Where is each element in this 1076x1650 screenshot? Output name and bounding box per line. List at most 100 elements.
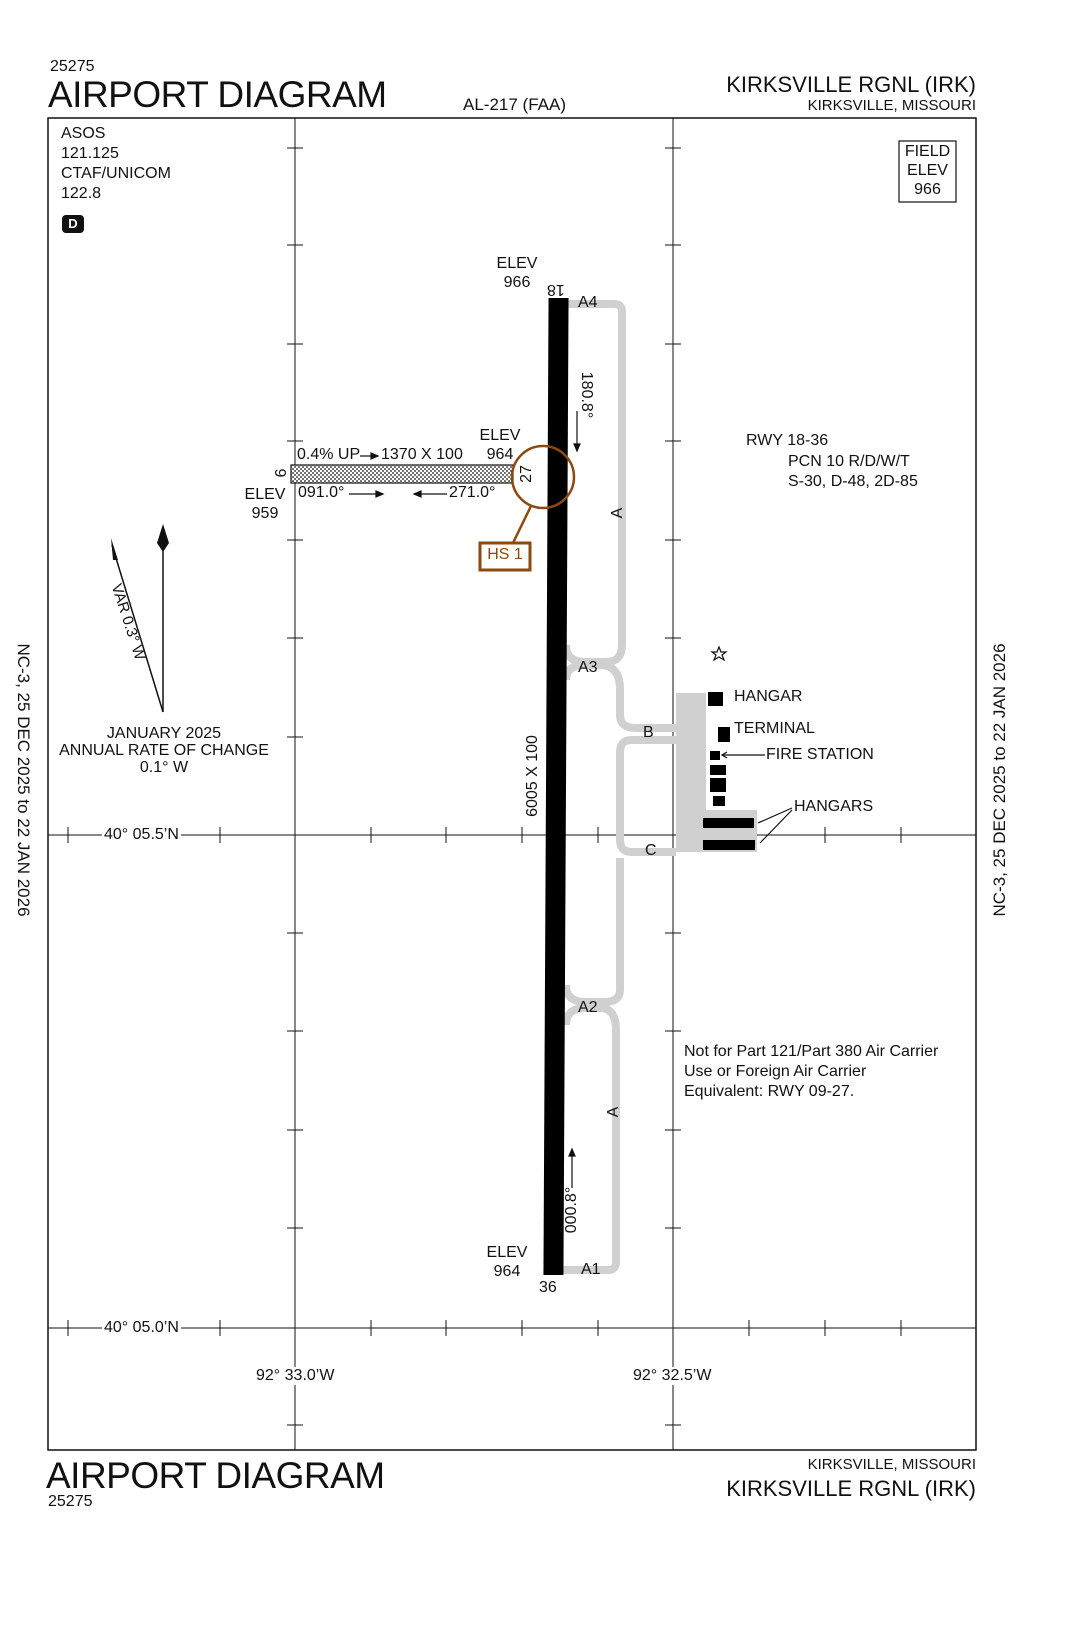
taxiway-a3-lower [562,661,676,732]
building-2 [710,778,726,792]
rwy-27-elev-value: 964 [486,446,514,463]
rwy-36-heading: 000.8° [563,1186,580,1234]
longitude-label-west: 92° 33.0’W [254,1367,337,1385]
label-fire-station: FIRE STATION [766,746,874,763]
d-atis-badge-box [62,215,84,233]
label-hangars: HANGARS [794,798,874,815]
footer-airport-name: KIRKSVILLE RGNL (IRK) [726,1476,976,1501]
magvar-info: JANUARY 2025 ANNUAL RATE OF CHANGE 0.1° … [52,725,276,776]
taxiway-label-a-south: A [605,1106,622,1118]
fire-station-building [710,751,720,760]
taxiway-label-a-north: A [609,507,626,519]
footer-chart-number: 25275 [48,1493,93,1510]
beacon-star-icon [710,645,728,662]
building-3 [713,796,725,806]
hangar-row-2 [703,840,755,850]
building-leaders [720,751,793,844]
magnetic-variation-arrows [111,544,164,713]
usage-note-line3: Equivalent: RWY 09-27. [684,1083,855,1100]
taxiway-a2-upper [562,984,624,1006]
hangar-row-1 [703,818,754,828]
asos-label: ASOS [61,125,106,142]
true-north-arrowhead-icon [157,524,169,552]
comms-block: ASOS 121.125 CTAF/UNICOM 122.8 [61,124,171,204]
magnetic-north-arrowhead-icon [111,538,118,560]
runway-9-27 [290,464,514,484]
footer-title: AIRPORT DIAGRAM [46,1455,385,1496]
rwy-36-elev: ELEV 964 [482,1243,532,1281]
runway-18-36 [543,297,569,1276]
heading-arrows [349,411,581,1188]
usage-note-line2: Use or Foreign Air Carrier [684,1063,867,1080]
rwy-9-elev-value: 959 [251,505,279,522]
usage-note: Not for Part 121/Part 380 Air Carrier Us… [684,1042,938,1102]
field-elev: FIELD ELEV 966 [899,142,956,199]
rwy-27-heading: 271.0° [449,484,496,501]
hangar-building [708,692,723,706]
rwy-info-line3: S-30, D-48, 2D-85 [788,473,918,490]
ctaf-frequency: 122.8 [61,185,102,202]
rwy-18-36-dimensions: 6005 X 100 [524,735,541,817]
rwy-18-elev-label: ELEV [496,255,538,272]
magvar-rate: 0.1° W [139,759,189,776]
rwy-9-elev-label: ELEV [244,486,286,503]
taxiway-a4 [566,300,626,645]
magvar-date: JANUARY 2025 [106,725,222,742]
grid-ticks [67,147,902,1426]
rwy-9-heading: 091.0° [298,484,345,501]
rwy-18-elev: ELEV 966 [492,254,542,292]
taxiway-label-a4: A4 [578,294,598,311]
diagram-frame [47,117,977,1451]
asos-frequency: 121.125 [61,145,119,162]
field-elev-box [898,140,957,203]
hotspot-circle [510,444,576,510]
chart-number: 25275 [50,58,95,75]
building-1 [710,765,726,775]
procedure-id: AL-217 (FAA) [463,95,566,114]
rwy-9-27-gradient: 0.4% UP [297,446,361,463]
terminal-building [718,727,730,742]
rwy-end-36: 36 [539,1279,557,1296]
taxiway-label-c: C [645,842,657,859]
rwy-36-elev-value: 964 [493,1263,521,1280]
label-hangar: HANGAR [734,688,803,705]
label-terminal: TERMINAL [734,720,815,737]
taxiway-label-a3: A3 [578,659,598,676]
d-atis-badge: D [68,216,78,231]
taxiway-label-b: B [643,724,654,741]
hotspot-label: HS 1 [487,546,523,563]
buildings [703,692,755,850]
latitude-label-north: 40° 05.5’N [102,826,181,844]
rwy-end-9: 9 [271,468,288,478]
taxiway-network [562,300,676,1274]
hotspot-leader [510,505,533,546]
rwy-9-elev: ELEV 959 [240,485,290,523]
rwy-end-27: 27 [518,465,535,483]
rwy-info-line2: PCN 10 R/D/W/T [788,453,910,470]
latitude-label-south: 40° 05.0’N [102,1319,181,1337]
field-elev-line2: ELEV [907,162,948,179]
longitude-label-east: 92° 32.5’W [631,1367,714,1385]
rwy-end-18: 18 [547,281,565,298]
field-elev-line1: FIELD [904,143,951,160]
hotspot-box [478,541,532,572]
rwy-27-elev-label: ELEV [479,427,521,444]
rwy-info-line1: RWY 18-36 [746,432,829,449]
taxiway-label-a1: A1 [581,1261,601,1278]
taxiway-b [616,736,676,856]
magvar-rate-label: ANNUAL RATE OF CHANGE [59,742,269,759]
taxiway-a1 [562,1004,620,1274]
ctaf-label: CTAF/UNICOM [61,165,171,182]
rwy-36-elev-label: ELEV [486,1244,528,1261]
footer-city-state: KIRKSVILLE, MISSOURI [807,1456,976,1473]
rwy-27-elev: ELEV 964 [475,426,525,464]
rwy-18-elev-value: 966 [503,274,531,291]
apron [676,693,757,852]
rwy-9-27-dimensions: 1370 X 100 [381,446,463,463]
usage-note-line1: Not for Part 121/Part 380 Air Carrier [684,1043,939,1060]
taxiway-label-a2: A2 [578,999,598,1016]
city-state: KIRKSVILLE, MISSOURI [807,97,976,114]
page-title: AIRPORT DIAGRAM [48,74,387,115]
airport-name: KIRKSVILLE RGNL (IRK) [726,72,976,97]
